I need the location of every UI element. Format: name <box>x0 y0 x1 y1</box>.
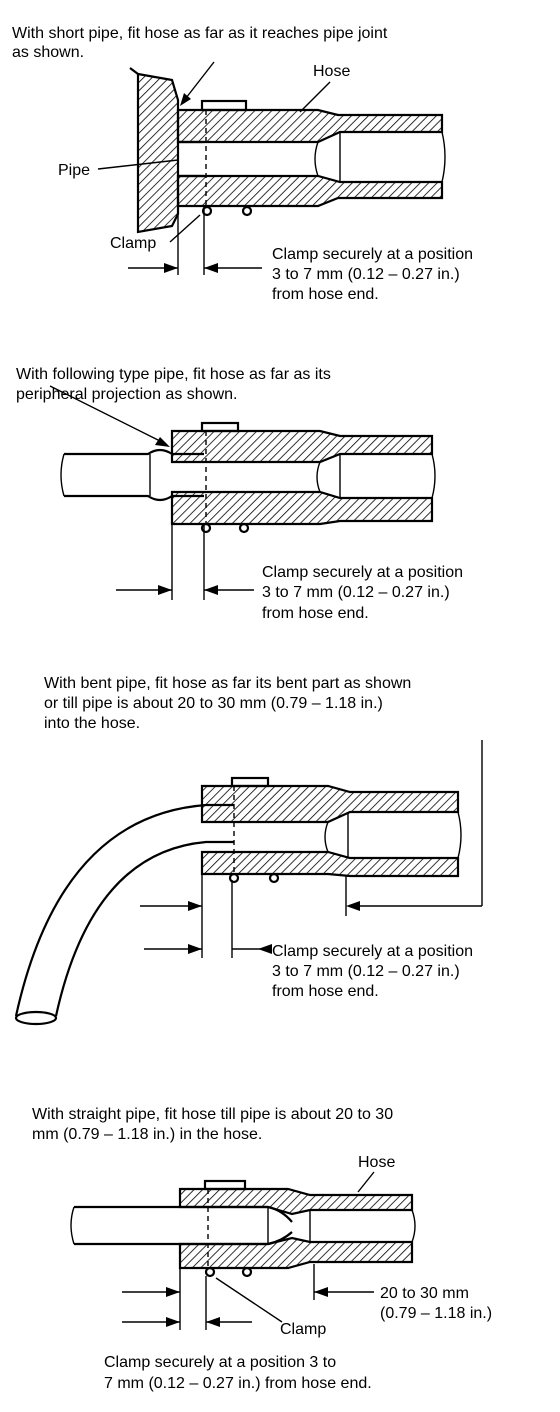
clamp-dimension <box>144 874 272 958</box>
instruction-line: into the hose. <box>44 715 140 732</box>
clamp-dimension <box>128 206 262 275</box>
clamp <box>228 776 280 884</box>
projection-leader <box>49 385 161 442</box>
clamp-label: Clamp <box>280 1321 326 1338</box>
pipe-flange <box>129 67 180 234</box>
clamp-dimension <box>116 524 254 600</box>
pipe <box>70 1205 293 1246</box>
section-following-pipe: With following type pipe, fit hose as fa… <box>16 366 463 622</box>
instruction-line: With straight pipe, fit hose till pipe i… <box>32 1106 393 1123</box>
pipe-label: Pipe <box>58 162 90 179</box>
hose <box>178 1187 416 1270</box>
hose-label: Hose <box>358 1154 395 1171</box>
clamp-note-line: from hose end. <box>272 983 379 1000</box>
hose-leader <box>299 81 331 113</box>
depth-note-line: (0.79 – 1.18 in.) <box>380 1305 492 1322</box>
clamp-leader <box>169 214 201 243</box>
clamp-note-line: Clamp securely at a position <box>262 564 463 581</box>
hose-leader <box>357 1171 375 1193</box>
clamp-note-line: 3 to 7 mm (0.12 – 0.27 in.) <box>272 963 460 980</box>
clamp <box>200 99 253 217</box>
clamp-note-line: from hose end. <box>262 605 369 622</box>
hose <box>200 784 462 878</box>
insertion-dimension <box>122 1264 374 1330</box>
hose <box>170 429 436 526</box>
pointer-arrow-line <box>185 61 215 99</box>
clamp <box>200 421 250 534</box>
clamp-note-line: Clamp securely at a position <box>272 943 473 960</box>
instruction-line: With bent pipe, fit hose as far its bent… <box>44 675 411 692</box>
clamp-note-line: 7 mm (0.12 – 0.27 in.) from hose end. <box>104 1375 372 1392</box>
instruction-line: With following type pipe, fit hose as fa… <box>16 366 331 383</box>
clamp-leader <box>215 1277 283 1323</box>
arrow-head <box>155 437 170 447</box>
clamp <box>203 1179 253 1278</box>
section-short-pipe: With short pipe, fit hose as far as it r… <box>12 25 473 303</box>
hose <box>176 108 446 208</box>
clamp-note-line: 3 to 7 mm (0.12 – 0.27 in.) <box>262 584 450 601</box>
depth-note-line: 20 to 30 mm <box>380 1285 469 1302</box>
pipe-leader <box>97 159 179 170</box>
instruction-line: With short pipe, fit hose as far as it r… <box>12 25 388 42</box>
clamp-note-line: from hose end. <box>272 286 379 303</box>
instruction-line: or till pipe is about 20 to 30 mm (0.79 … <box>44 695 383 712</box>
section-straight-pipe: With straight pipe, fit hose till pipe i… <box>32 1106 492 1392</box>
clamp-note-line: Clamp securely at a position <box>272 246 473 263</box>
pipe-stub <box>178 140 204 178</box>
insertion-dimension <box>140 740 483 916</box>
bent-pipe <box>14 803 234 1026</box>
clamp-note-line: 3 to 7 mm (0.12 – 0.27 in.) <box>272 266 460 283</box>
hose-label: Hose <box>313 63 350 80</box>
clamp-label: Clamp <box>110 235 156 252</box>
instruction-line: mm (0.79 – 1.18 in.) in the hose. <box>32 1126 262 1143</box>
clamp-dimension <box>122 1276 252 1330</box>
arrow-head <box>180 93 191 106</box>
clamp-note-line: Clamp securely at a position 3 to <box>104 1354 336 1371</box>
section-bent-pipe: With bent pipe, fit hose as far its bent… <box>14 675 483 1026</box>
instruction-line: as shown. <box>12 44 84 61</box>
instruction-line: peripheral projection as shown. <box>16 386 237 403</box>
